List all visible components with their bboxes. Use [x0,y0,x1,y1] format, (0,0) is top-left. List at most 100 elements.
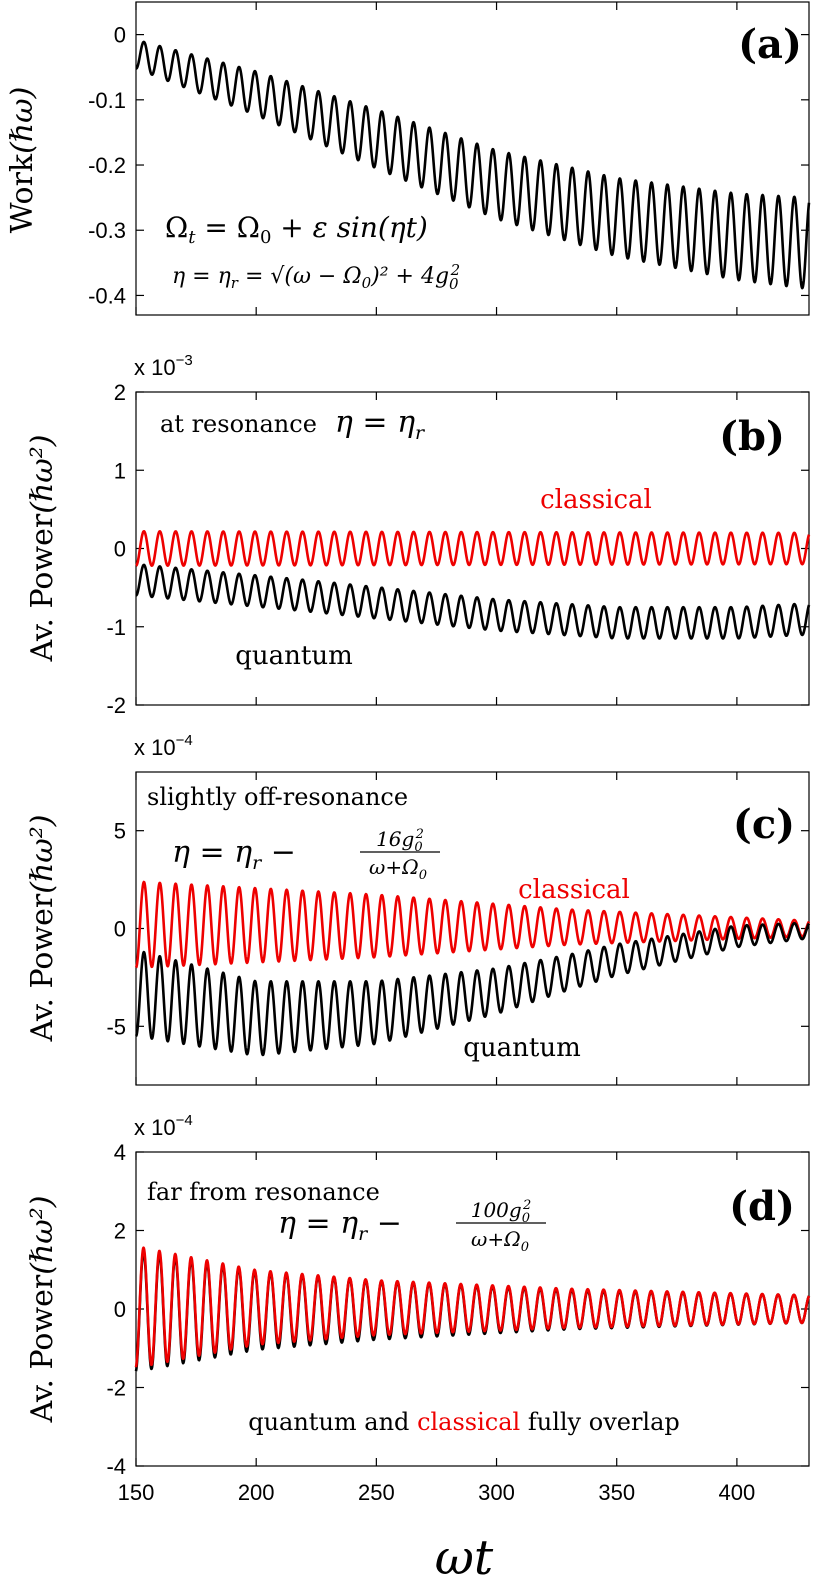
panel-a-equation-2: η = ηr = √(ω − Ω0)² + 4g02 [172,261,460,293]
panel-c-classical-curve [134,880,811,969]
panel-d-eq-sub: r [358,1223,369,1245]
panel-d-ylabel: Av. Power(ℏω²) [25,1196,60,1424]
panel-c-quantum-label: quantum [463,1033,580,1063]
eq2-b: = √(ω − Ω [238,264,362,289]
panel-b-label: (b) [719,413,785,460]
panel-d-classical-curve [134,1246,811,1368]
panel-d-frac-den: ω+Ω0 [471,1227,529,1255]
panel-a-ytick-labels: 0 -0.1 -0.2 -0.3 -0.4 [88,23,126,309]
panel-d-overlap-note: quantum and classical fully overlap [248,1408,680,1436]
panel-a-quantum-curve [135,40,811,290]
panel-d-xtick-label: 200 [238,1480,275,1505]
eq2-sub-r: r [231,274,239,292]
panel-b-eq: η = η [335,405,415,440]
eq1-sub-t: t [188,227,196,248]
panel-d-frac-den-text: ω+Ω [471,1227,521,1251]
panel-d-ticks [135,1151,809,1467]
panel-b-quantum-label: quantum [235,641,352,671]
panel-d-ylabel-main: Av. Power [25,1274,60,1423]
x-axis-label: ωt [435,1530,494,1579]
panel-b-eq-sub: r [415,422,426,444]
eq1-end: + ε sin(ηt) [271,211,427,244]
panel-a-ytick-label: 0 [114,23,126,48]
panel-d-frac-num: 100g02 [471,1198,532,1226]
panel-a-ytick-label: -0.1 [88,88,126,113]
panel-c: 50-5 x 10−4 (c) Av. Power(ℏω²) slightly … [25,732,811,1086]
panel-b-classical-label: classical [540,485,652,515]
panel-a-ticks [135,2,809,315]
panel-d-curves [134,1246,811,1372]
panel-a-curves [135,40,811,290]
panel-a-ytick-label: -0.2 [88,153,126,178]
panel-b-curves [135,530,811,640]
panel-d-eq-minus: − [367,1206,402,1241]
panel-b-ytick-label: 0 [114,537,126,562]
panel-d-multiplier-base: x 10 [134,1115,176,1140]
panel-d-ytick-label: 4 [114,1140,126,1165]
panel-a-ylabel-unit: (ℏω) [5,87,40,154]
eq2-sub-0: 0 [362,274,372,292]
panel-a-ylabel-main: Work [5,153,40,233]
panel-c-ytick-label: 5 [114,819,126,844]
panel-c-classical-label: classical [518,875,630,905]
panel-b-ytick-label: 1 [114,458,126,483]
panel-a-label: (a) [738,21,802,68]
panel-d-xtick-label: 400 [719,1480,756,1505]
panel-b-note-text: at resonance [160,410,317,438]
panel-c-frac-num-sub: 0 [414,840,422,855]
panel-c-multiplier-exp: −4 [176,732,193,749]
eq1-omega: Ω [165,211,188,244]
panel-c-label: (c) [733,801,795,848]
eq2-sub-0b: 0 [449,275,459,293]
eq2-c: )² + 4g [370,264,449,289]
panel-a-ytick-label: -0.4 [88,283,126,308]
panel-b-multiplier-exp: −3 [176,352,193,369]
panel-b-ylabel: Av. Power(ℏω²) [25,435,60,663]
panel-d-multiplier-exp: −4 [176,1112,193,1129]
panel-c-frac-den: ω+Ω0 [369,855,427,883]
panel-d-eq: η = ηr − [278,1206,402,1245]
eq2-a: η = η [172,264,231,289]
panel-d-ytick-label: 0 [114,1297,126,1322]
panel-d-ytick-label: -2 [106,1376,126,1401]
panel-b-ytick-labels: 210-1-2 [106,380,126,718]
panel-d-note: far from resonance [147,1178,380,1206]
panel-a-ylabel: Work(ℏω) [5,87,40,234]
overlap-classical: classical [417,1408,520,1436]
panel-d-frac-num-sub: 0 [522,1211,530,1226]
panel-c-quantum-curve [135,921,811,1057]
eq1-sub-0: 0 [260,227,271,248]
panel-b-ytick-label: -2 [106,693,126,718]
panel-a-equation-1: Ωt = Ω0 + ε sin(ηt) [165,211,428,248]
panel-c-frac-den-text: ω+Ω [369,855,419,879]
panel-c-ylabel: Av. Power(ℏω²) [25,815,60,1043]
panel-a-ytick-label: -0.3 [88,218,126,243]
panel-a: 0-0.1-0.2-0.3-0.4 (a) Work(ℏω) Ωt = Ω0 +… [5,1,811,316]
panel-d-xtick-label: 300 [478,1480,515,1505]
panel-c-eq-a: η = η [172,835,252,870]
panel-b-note: at resonance η = ηr [160,405,426,444]
panel-b-classical-curve [135,530,811,567]
panel-d-frac-num-text: 100g [471,1198,522,1222]
panel-b-multiplier-base: x 10 [134,355,176,380]
panel-c-frac-num-text: 16g [376,827,414,851]
panel-d-xtick-label: 250 [358,1480,395,1505]
panel-b-ytick-label: 2 [114,380,126,405]
panel-c-multiplier-base: x 10 [134,735,176,760]
panel-c-ylabel-main: Av. Power [25,893,60,1042]
panel-d-multiplier: x 10−4 [134,1112,193,1140]
panel-d-frac-num-sup: 2 [522,1198,531,1213]
eq2-sup-2: 2 [450,261,461,279]
panel-c-ytick-label: -5 [106,1014,126,1039]
panel-a-frame [135,1,810,316]
panel-c-frac-den-sub: 0 [419,868,427,883]
panel-b-quantum-curve [135,563,811,640]
panel-c-ylabel-unit: (ℏω²) [25,815,60,894]
panel-d-ylabel-unit: (ℏω²) [25,1196,60,1275]
panel-d-ytick-labels: 420-2-4 [106,1140,126,1479]
panel-c-curves [134,880,811,1057]
panel-d-frac-den-sub: 0 [521,1240,529,1255]
panel-b-ylabel-unit: (ℏω²) [25,435,60,514]
